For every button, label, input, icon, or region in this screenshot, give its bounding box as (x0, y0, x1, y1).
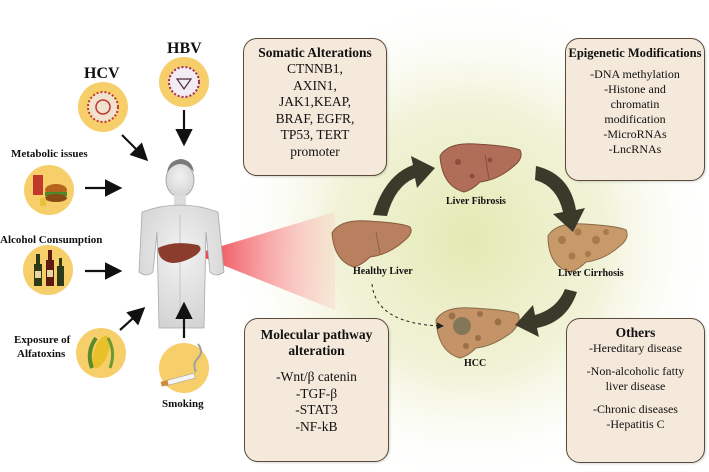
epigenetic-item: modification (604, 112, 666, 126)
somatic-alterations-box: Somatic Alterations CTNNB1, AXIN1, JAK1,… (243, 38, 387, 176)
others-spacer (567, 394, 704, 402)
fast-food-icon (24, 165, 74, 215)
progression-arrows (373, 156, 585, 337)
risk-factor-arrows (85, 110, 193, 338)
somatic-alterations-title: Somatic Alterations (258, 45, 372, 60)
hcc-label: HCC (464, 358, 487, 369)
somatic-item: TP53, TERT (280, 127, 350, 142)
molecular-pathway-title-line1: Molecular pathway (260, 327, 373, 342)
aflatoxins-label-line1: Exposure of (14, 334, 71, 346)
somatic-item: BRAF, EGFR, (275, 110, 355, 126)
others-box: Others -Hereditary disease -Non-alcoholi… (566, 318, 705, 463)
healthy-liver-label: Healthy Liver (353, 266, 413, 277)
liver-cirrhosis-label: Liver Cirrhosis (558, 268, 624, 279)
somatic-item: JAK1,KEAP, (278, 94, 351, 109)
metabolic-label: Metabolic issues (11, 148, 88, 160)
somatic-item: AXIN1, (293, 77, 337, 93)
epigenetic-item: -DNA methylation (590, 67, 680, 81)
others-item: -Chronic diseases (593, 402, 678, 416)
liver-fibrosis-label: Liver Fibrosis (446, 196, 506, 207)
molecular-item: -TGF-β (295, 385, 338, 401)
somatic-item: promoter (290, 143, 340, 159)
hbv-virus-icon (159, 57, 209, 107)
hcv-label: HCV (84, 65, 120, 82)
smoking-label: Smoking (162, 398, 204, 410)
liver-cirrhosis-icon (547, 223, 628, 273)
human-body-icon (138, 159, 225, 329)
epigenetic-modifications-title: Epigenetic Modifications (568, 46, 702, 60)
cigarette-icon (159, 343, 209, 393)
others-item: -Hereditary disease (589, 341, 682, 355)
epigenetic-item: -LncRNAs (608, 142, 662, 156)
somatic-item: CTNNB1, (287, 61, 343, 76)
hbv-label: HBV (167, 40, 202, 57)
epigenetic-item: -MicroRNAs (603, 127, 667, 141)
molecular-pathway-box: Molecular pathway alteration -Wnt/β cate… (244, 318, 389, 462)
liver-fibrosis-icon (439, 143, 522, 193)
molecular-pathway-title-line2: alteration (288, 343, 345, 358)
corn-icon (76, 328, 126, 378)
epigenetic-item: -Histone and (604, 82, 666, 96)
molecular-item: -NF-kB (295, 418, 338, 434)
epigenetic-item: chromatin (610, 97, 660, 111)
epigenetic-modifications-box: Epigenetic Modifications -DNA methylatio… (565, 38, 705, 181)
hcc-liver-icon (435, 307, 520, 359)
healthy-liver-icon (331, 220, 412, 268)
alcohol-bottles-icon (23, 245, 73, 295)
others-item: liver disease (605, 379, 666, 393)
others-item: -Non-alcoholic fatty (586, 364, 685, 378)
others-title: Others (615, 325, 656, 340)
hcv-virus-icon (78, 82, 128, 132)
others-spacer (567, 356, 704, 364)
molecular-item: -Wnt/β catenin (276, 369, 357, 384)
others-item: -Hepatitis C (606, 417, 665, 431)
healthy-to-hcc-dashed-arrow (371, 283, 444, 330)
molecular-item: -STAT3 (295, 402, 338, 417)
alcohol-label: Alcohol Consumption (0, 234, 103, 246)
aflatoxins-label-line2: Alfatoxins (17, 348, 66, 360)
highlight-ray (195, 212, 335, 310)
